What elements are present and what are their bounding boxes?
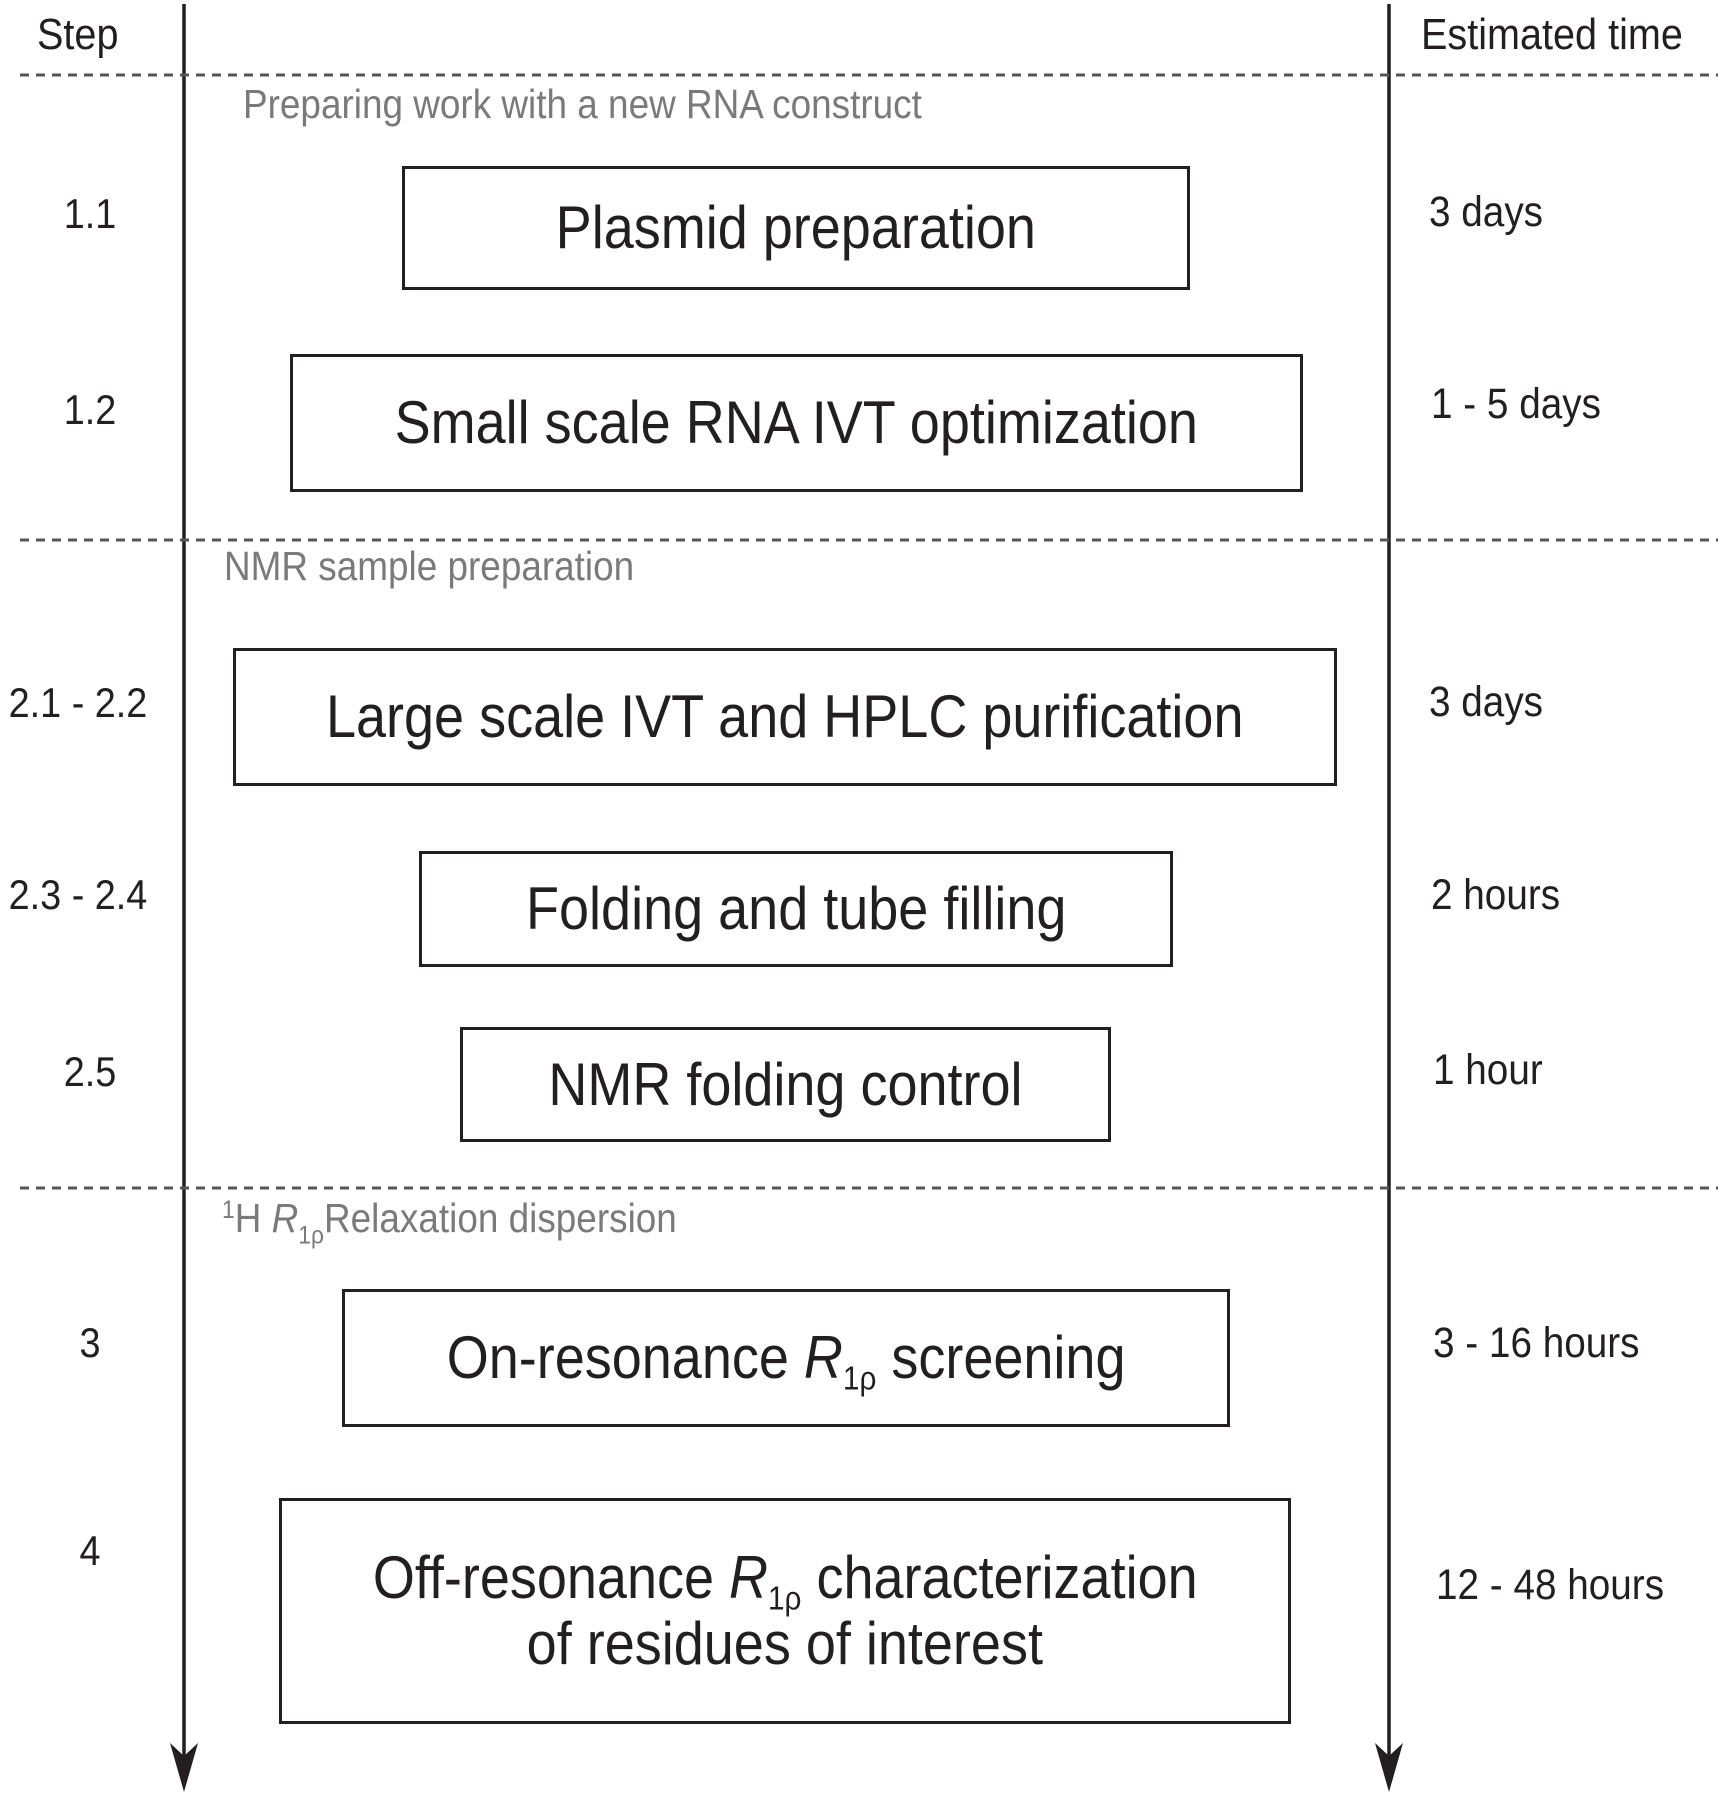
step-box-nmr-folding-control: NMR folding control [460, 1027, 1111, 1142]
estimated-time: 1 hour [1433, 1046, 1543, 1094]
step-number: 2.1 - 2.2 [8, 679, 148, 726]
step-box-label: On-resonance R1ρ screening [446, 1324, 1126, 1397]
section-label-relaxation: 1H R1ρRelaxation dispersion [222, 1195, 677, 1250]
step-box-large-scale-ivt: Large scale IVT and HPLC purification [233, 648, 1337, 786]
step-box-plasmid-preparation: Plasmid preparation [402, 166, 1190, 290]
step-box-label: Plasmid preparation [555, 194, 1037, 261]
step-box-label: Folding and tube filling [525, 875, 1067, 942]
step-number: 1.2 [63, 386, 117, 433]
estimated-time: 3 days [1429, 678, 1544, 726]
step-box-on-resonance-screening: On-resonance R1ρ screening [342, 1289, 1230, 1427]
step-number: 1.1 [63, 190, 117, 237]
step-box-label: Small scale RNA IVT optimization [394, 389, 1199, 456]
section-label-preparing: Preparing work with a new RNA construct [243, 81, 922, 127]
step-box-label: Large scale IVT and HPLC purification [326, 683, 1244, 750]
time-column-header: Estimated time [1421, 10, 1683, 59]
estimated-time: 3 days [1429, 188, 1544, 236]
step-box-label-line2: of residues of interest [526, 1610, 1044, 1677]
step-column-header: Step [37, 10, 119, 59]
step-number: 3 [79, 1319, 101, 1366]
step-box-small-scale-ivt: Small scale RNA IVT optimization [290, 354, 1303, 492]
step-box-label: Off-resonance R1ρ characterization [372, 1544, 1198, 1617]
step-box-label: NMR folding control [548, 1050, 1023, 1118]
step-box-folding-tube-filling: Folding and tube filling [419, 851, 1173, 967]
section-label-nmr-sample: NMR sample preparation [224, 543, 635, 589]
step-number: 4 [79, 1527, 101, 1574]
estimated-time: 2 hours [1431, 871, 1561, 919]
step-number: 2.3 - 2.4 [8, 871, 148, 918]
step-number: 2.5 [63, 1048, 117, 1095]
step-box-off-resonance-characterization: Off-resonance R1ρ characterization of re… [279, 1498, 1291, 1724]
step-timeline-arrowhead [170, 1743, 198, 1792]
estimated-time: 12 - 48 hours [1436, 1561, 1665, 1609]
time-timeline-arrowhead [1375, 1743, 1403, 1792]
estimated-time: 1 - 5 days [1431, 380, 1601, 428]
estimated-time: 3 - 16 hours [1433, 1319, 1640, 1367]
